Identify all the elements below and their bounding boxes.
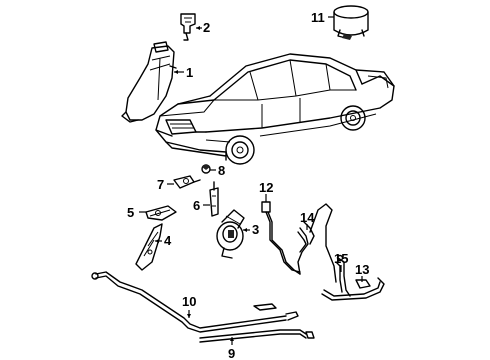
arrow-3 bbox=[243, 228, 247, 232]
part-9-pipe bbox=[199, 329, 315, 343]
part-14-line bbox=[297, 221, 315, 275]
callout-13: 13 bbox=[355, 262, 369, 277]
callout-14: 14 bbox=[300, 210, 315, 225]
part-5-bracket bbox=[145, 205, 177, 221]
part-10-pipe bbox=[91, 271, 299, 333]
callout-7: 7 bbox=[157, 177, 164, 192]
part-12-line bbox=[261, 194, 301, 275]
callout-1: 1 bbox=[186, 65, 193, 80]
callout-3: 3 bbox=[252, 222, 259, 237]
arrow-10 bbox=[187, 314, 191, 318]
callout-11: 11 bbox=[311, 10, 325, 25]
callout-4: 4 bbox=[164, 233, 172, 248]
part-6-bracket bbox=[209, 181, 219, 217]
callout-8: 8 bbox=[218, 163, 225, 178]
part-4-bracket bbox=[135, 223, 163, 271]
part-11-pump bbox=[333, 5, 369, 40]
arrow-2 bbox=[196, 26, 200, 30]
callout-5: 5 bbox=[127, 205, 134, 220]
part-1-reservoir bbox=[121, 41, 177, 123]
callout-9: 9 bbox=[228, 346, 235, 360]
part-15-line bbox=[335, 254, 351, 297]
part-8-clip bbox=[201, 164, 211, 174]
arrow-9 bbox=[230, 337, 234, 341]
vehicle-sedan bbox=[155, 53, 395, 161]
cross-line bbox=[309, 203, 337, 283]
part-2-bracket bbox=[180, 13, 196, 41]
arrow-4 bbox=[155, 239, 159, 243]
part-13-line bbox=[321, 276, 385, 301]
part-7-sensor bbox=[173, 175, 201, 189]
callout-6: 6 bbox=[193, 198, 200, 213]
callout-15: 15 bbox=[334, 251, 348, 266]
part-3-valve bbox=[216, 209, 245, 259]
callout-2: 2 bbox=[203, 20, 210, 35]
callout-12: 12 bbox=[259, 180, 273, 195]
rear-wheel bbox=[340, 105, 366, 131]
front-wheel bbox=[225, 135, 255, 165]
callout-10: 10 bbox=[182, 294, 196, 309]
arrow-1 bbox=[174, 70, 178, 74]
